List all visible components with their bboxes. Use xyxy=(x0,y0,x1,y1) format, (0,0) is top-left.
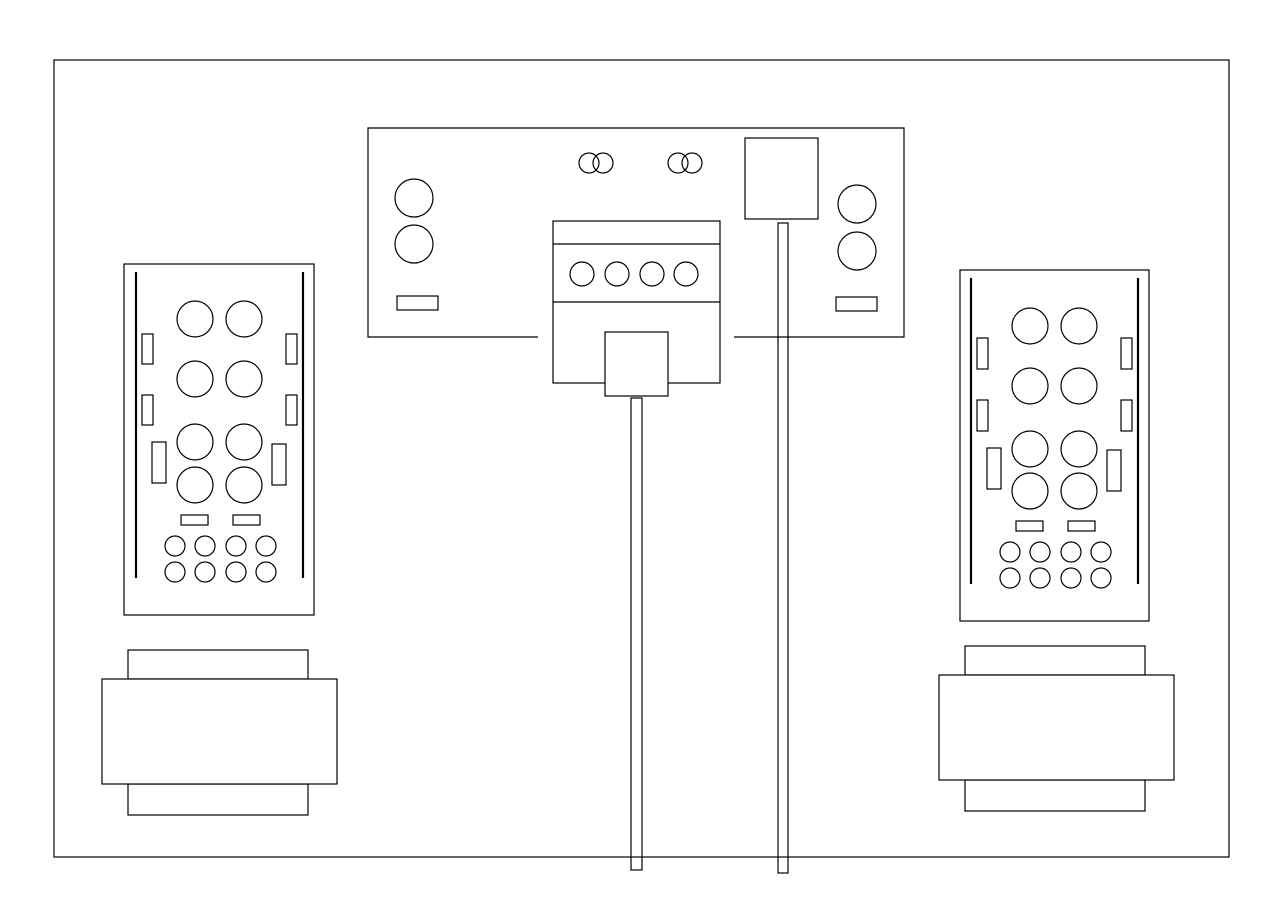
side-module-jack-5 xyxy=(1011,430,1049,468)
transformer-right-body xyxy=(938,674,1175,781)
side-module-right xyxy=(959,269,1150,622)
side-module-slot-left-1 xyxy=(976,337,989,370)
transformer-right xyxy=(938,645,1175,812)
side-module-small-jack-8 xyxy=(255,561,277,583)
side-module-small-jack-6 xyxy=(194,561,216,583)
side-module-slot-left-3 xyxy=(151,441,167,484)
cable-right xyxy=(777,222,789,874)
indicator-left-b xyxy=(592,152,614,174)
transformer-right-top-cap xyxy=(964,645,1146,676)
transformer-right-bottom-cap xyxy=(964,779,1146,812)
side-module-jack-1 xyxy=(1011,307,1049,345)
side-module-slot-right-2 xyxy=(285,394,298,426)
cable-left xyxy=(630,397,643,871)
side-module-left xyxy=(123,263,315,616)
side-module-small-jack-3 xyxy=(1060,541,1082,563)
side-module-jack-3 xyxy=(176,360,214,398)
side-module-slot-left-2 xyxy=(141,394,154,426)
side-module-slot-right-1 xyxy=(285,333,298,365)
top-panel xyxy=(367,127,905,338)
indicator-left-a xyxy=(578,152,600,174)
transformer-left-top-cap xyxy=(127,649,309,680)
side-module-jack-6 xyxy=(1060,430,1098,468)
side-module-small-jack-3 xyxy=(225,535,247,557)
transformer-left-bottom-cap xyxy=(127,783,309,816)
top-panel-outline xyxy=(367,127,905,338)
side-module-jack-2 xyxy=(225,300,263,338)
side-module-jack-2 xyxy=(1060,307,1098,345)
side-module-jack-1 xyxy=(176,300,214,338)
center-module-square-connector xyxy=(604,331,669,397)
center-module-jack-4 xyxy=(673,261,699,287)
side-module-small-jack-6 xyxy=(1029,567,1051,589)
side-module-jack-5 xyxy=(176,423,214,461)
side-module-jack-6 xyxy=(225,423,263,461)
side-module-label-slot-1 xyxy=(1015,520,1044,532)
side-module-slot-right-3 xyxy=(1106,449,1122,492)
side-module-small-jack-2 xyxy=(194,535,216,557)
top-panel-square-connector xyxy=(744,137,819,220)
top-panel-right-jack-upper xyxy=(837,184,877,224)
center-module-jack-2 xyxy=(604,261,630,287)
center-module xyxy=(552,220,721,397)
side-module-jack-8 xyxy=(1060,472,1098,510)
side-module-jack-3 xyxy=(1011,367,1049,405)
side-module-small-jack-1 xyxy=(999,541,1021,563)
side-module-small-jack-1 xyxy=(164,535,186,557)
side-module-label-slot-2 xyxy=(232,514,261,526)
indicator-right-a xyxy=(667,152,689,174)
side-module-jack-4 xyxy=(225,360,263,398)
side-module-slot-left-3 xyxy=(986,447,1002,490)
side-module-jack-7 xyxy=(1011,472,1049,510)
side-module-small-jack-2 xyxy=(1029,541,1051,563)
top-panel-left-jack-upper xyxy=(394,178,434,218)
transformer-left-body xyxy=(101,678,338,785)
side-module-outline xyxy=(959,269,1150,622)
top-panel-right-slot xyxy=(835,296,878,312)
top-panel-left-jack-lower xyxy=(394,224,434,264)
indicator-right-b xyxy=(681,152,703,174)
side-module-label-slot-2 xyxy=(1067,520,1096,532)
side-module-small-jack-5 xyxy=(164,561,186,583)
side-module-small-jack-4 xyxy=(255,535,277,557)
transformer-left xyxy=(101,649,338,816)
side-module-small-jack-4 xyxy=(1090,541,1112,563)
side-module-jack-4 xyxy=(1060,367,1098,405)
side-module-slot-right-3 xyxy=(271,443,287,486)
side-module-label-slot-1 xyxy=(180,514,209,526)
top-panel-indicator-left xyxy=(578,152,614,174)
side-module-slot-left-1 xyxy=(141,333,154,365)
side-module-slot-left-2 xyxy=(976,399,989,432)
top-panel-left-slot xyxy=(396,295,439,311)
center-module-jack-1 xyxy=(569,261,595,287)
side-module-slot-right-1 xyxy=(1120,337,1133,370)
top-panel-indicator-right xyxy=(667,152,703,174)
side-module-small-jack-5 xyxy=(999,567,1021,589)
center-module-jack-3 xyxy=(639,261,665,287)
side-module-small-jack-8 xyxy=(1090,567,1112,589)
side-module-small-jack-7 xyxy=(225,561,247,583)
side-module-outline xyxy=(123,263,315,616)
side-module-slot-right-2 xyxy=(1120,399,1133,432)
side-module-jack-7 xyxy=(176,466,214,504)
side-module-small-jack-7 xyxy=(1060,567,1082,589)
side-module-jack-8 xyxy=(225,466,263,504)
top-panel-right-jack-lower xyxy=(837,231,877,271)
